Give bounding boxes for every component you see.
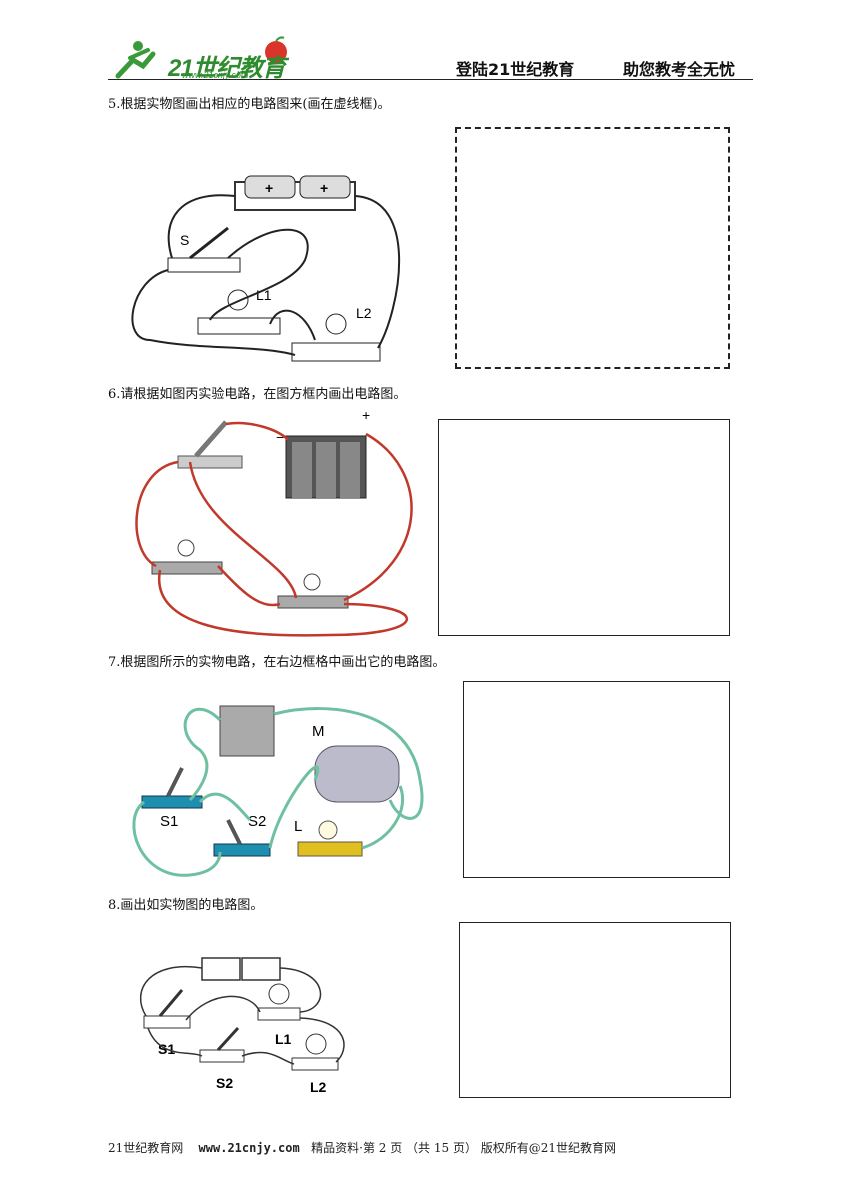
switch-s2-lever	[226, 819, 242, 845]
answer-box-q6[interactable]	[438, 419, 730, 636]
circuit-photo-q5: + + S L1 L2	[131, 175, 401, 362]
header-divider	[108, 79, 753, 80]
switch-lever	[189, 226, 229, 260]
switch-lever	[194, 420, 228, 458]
lamp-l2-base	[291, 1057, 339, 1071]
lamp-icon	[318, 820, 338, 840]
question-6: 6.请根据如图丙实验电路，在图方框内画出电路图。	[108, 383, 406, 402]
label-l2: L2	[356, 305, 372, 321]
question-text: 请根据如图丙实验电路，在图方框内画出电路图。	[120, 387, 407, 402]
bulb-base-right	[277, 595, 349, 609]
logo-text: 21世纪教育	[168, 55, 286, 82]
bulb-base-l1	[197, 317, 281, 335]
bulb-right-icon	[303, 573, 321, 591]
question-text: 画出如实物图的电路图。	[120, 898, 264, 913]
label-minus: −	[276, 429, 284, 445]
label-l2: L2	[310, 1079, 327, 1095]
answer-box-q5[interactable]	[455, 127, 730, 369]
switch-s2-base	[213, 843, 271, 857]
lamp-l1-base	[257, 1007, 301, 1021]
question-number: 8.	[108, 898, 121, 913]
circuit-photo-q6: − +	[135, 410, 413, 637]
header-slogan-left: 登陆21世纪教育	[456, 60, 575, 79]
switch-s2-base	[199, 1049, 245, 1063]
label-s2: S2	[248, 813, 266, 830]
circuit-photo-q8: S1 L1 S2 L2	[140, 957, 345, 1095]
logo-url: www.21cnjy.com	[182, 70, 249, 80]
question-number: 7.	[108, 655, 121, 670]
question-5: 5.根据实物图画出相应的电路图来(画在虚线框)。	[108, 93, 391, 112]
footer-site: 21世纪教育网	[108, 1141, 184, 1155]
bulb-l2-icon	[325, 313, 347, 335]
lamp-l2-icon	[305, 1033, 327, 1055]
switch-s1-base	[143, 1015, 191, 1029]
label-l: L	[294, 818, 302, 835]
circuit-photo-q7: M S1 S2 L	[132, 705, 424, 877]
question-number: 5.	[108, 97, 121, 112]
battery-pack	[219, 705, 275, 757]
question-number: 6.	[108, 387, 121, 402]
bulb-base-left	[151, 561, 223, 575]
label-s: S	[180, 232, 189, 248]
label-l1: L1	[275, 1031, 292, 1047]
question-7: 7.根据图所示的实物电路，在右边框格中画出它的电路图。	[108, 651, 445, 670]
header-slogan-right: 助您教考全无忧	[623, 60, 736, 79]
question-text: 根据实物图画出相应的电路图来(画在虚线框)。	[120, 97, 391, 112]
question-8: 8.画出如实物图的电路图。	[108, 894, 263, 913]
site-logo	[108, 36, 308, 82]
bulb-l1-icon	[227, 289, 249, 311]
battery-cell	[244, 175, 296, 199]
label-plus: +	[362, 410, 370, 423]
lamp-base	[297, 841, 363, 857]
question-text: 根据图所示的实物电路，在右边框格中画出它的电路图。	[120, 655, 446, 670]
svg-text:+: +	[265, 180, 273, 196]
bulb-base-l2	[291, 342, 381, 362]
switch-base	[177, 455, 243, 469]
footer-url[interactable]: www.21cnjy.com	[198, 1141, 300, 1155]
svg-text:+: +	[320, 180, 328, 196]
bulb-left-icon	[177, 539, 195, 557]
switch-s1-lever	[158, 989, 184, 1017]
apple-logo-icon	[265, 36, 287, 63]
label-s2: S2	[216, 1075, 233, 1091]
footer-info: 精品资料·第 2 页 （共 15 页） 版权所有@21世纪教育网	[311, 1141, 617, 1155]
label-m: M	[312, 723, 325, 740]
label-s1: S1	[160, 813, 178, 830]
switch-base	[167, 257, 241, 273]
motor-icon	[314, 745, 400, 803]
battery-cell	[201, 957, 241, 981]
switch-s1-lever	[166, 767, 184, 797]
answer-box-q7[interactable]	[463, 681, 730, 878]
battery-cell	[241, 957, 281, 981]
runner-logo-icon	[115, 41, 156, 79]
answer-box-q8[interactable]	[459, 922, 731, 1098]
lamp-l1-icon	[268, 983, 290, 1005]
page-footer: 21世纪教育网 www.21cnjy.com 精品资料·第 2 页 （共 15 …	[108, 1139, 616, 1156]
switch-s2-lever	[216, 1026, 240, 1052]
battery-cell	[299, 175, 351, 199]
